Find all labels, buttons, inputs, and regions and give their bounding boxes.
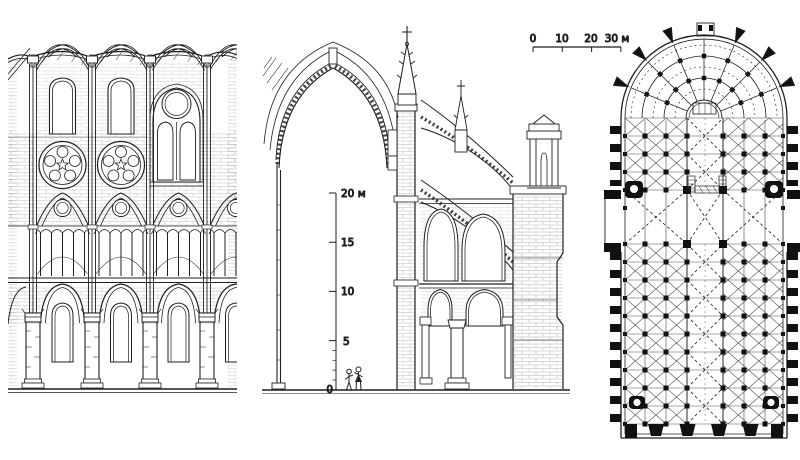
transept-ends — [603, 181, 800, 252]
cross-section-drawing: 20 м 15 10 5 0 — [262, 26, 570, 397]
section-height-scale: 20 м 15 10 5 0 — [326, 188, 366, 397]
west-facade-block — [625, 396, 783, 438]
nave-vault-section — [262, 41, 399, 169]
axial-chapel — [696, 22, 715, 37]
secondary-pinnacle — [453, 80, 469, 153]
nave-left-wall — [271, 164, 286, 390]
plan-scale-tick-20: 20 — [584, 33, 597, 45]
plan-grid-lines — [625, 117, 783, 425]
aisle-section — [419, 283, 514, 390]
plan-scale-bar: 0 10 20 30 м — [529, 33, 630, 52]
plan-scale-tick-10: 10 — [555, 33, 568, 45]
bay3-composite-window — [149, 83, 204, 187]
altar-and-choir — [687, 102, 727, 194]
tribune-and-arcade — [8, 192, 237, 363]
main-pier-and-pinnacle — [387, 26, 419, 390]
scale-label-20m: 20 м — [341, 188, 366, 200]
tribune-gallery-section — [419, 198, 513, 282]
floor-plan-drawing — [603, 22, 800, 439]
scale-label-5: 5 — [343, 336, 350, 348]
scale-label-15: 15 — [341, 237, 354, 249]
plan-scale-tick-30m: 30 м — [605, 33, 630, 45]
outer-buttress — [509, 185, 567, 389]
plan-side-buttresses — [610, 126, 798, 422]
human-scale-figures — [344, 366, 363, 391]
transept-vault-ribs — [624, 189, 784, 245]
scale-label-10: 10 — [341, 286, 354, 298]
buttress-aedicule — [526, 114, 562, 189]
nave-elevation-drawing — [8, 44, 237, 393]
plan-scale-tick-0: 0 — [530, 33, 537, 45]
apse-ambulatory — [629, 38, 779, 119]
